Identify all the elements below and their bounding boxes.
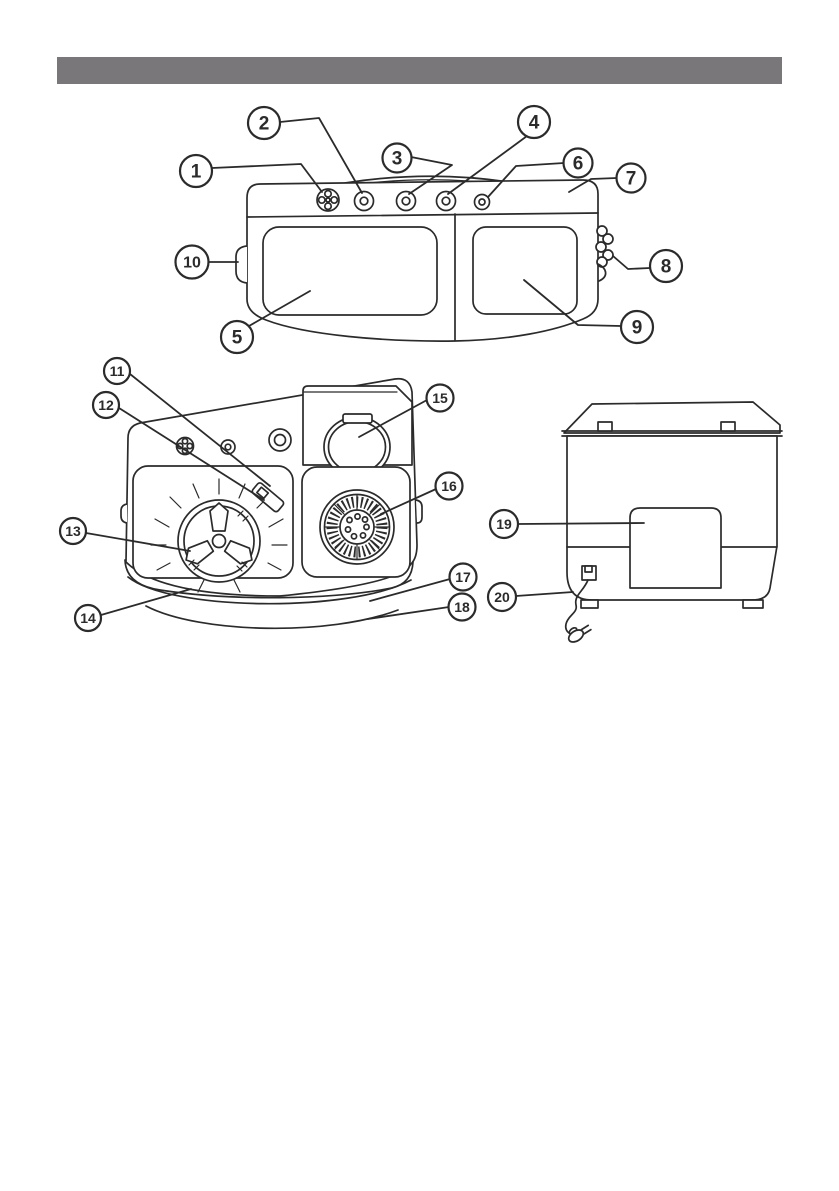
callout-8: 8: [612, 248, 684, 284]
right-side-tab: [415, 499, 423, 524]
open-spin-lid: [302, 385, 413, 478]
svg-text:6: 6: [573, 154, 584, 175]
pulsator-blades: [185, 502, 253, 565]
svg-text:15: 15: [432, 390, 448, 406]
svg-text:16: 16: [441, 478, 457, 494]
lid-handle: [342, 413, 373, 424]
callout-6: 6: [487, 147, 594, 198]
callout-4: 4: [447, 104, 552, 195]
callout-3: 3: [381, 142, 453, 195]
timer-knob: [316, 188, 340, 212]
callout-12: 12: [91, 390, 265, 501]
knob-5: [473, 193, 491, 211]
pulsator-hub: [211, 533, 227, 549]
figure-back-view: [561, 401, 783, 643]
svg-text:5: 5: [232, 328, 243, 349]
spin-basket: [319, 489, 395, 565]
power-plug: [567, 624, 592, 643]
callout-15: 15: [358, 383, 455, 438]
svg-text:14: 14: [80, 610, 96, 626]
callout-2: 2: [246, 105, 363, 194]
lid-latch-left: [597, 421, 613, 432]
control-strip-line: [246, 212, 599, 218]
svg-text:20: 20: [494, 589, 510, 605]
wash-tub-lid: [262, 226, 438, 316]
svg-text:1: 1: [191, 162, 202, 183]
svg-text:18: 18: [454, 599, 470, 615]
side-clip: [235, 245, 248, 284]
header-bar: [57, 57, 782, 84]
figure-front-view: [120, 377, 423, 630]
pulsator-tick-marks: [188, 510, 249, 572]
knob-2: [353, 190, 375, 212]
callout-17: 17: [369, 562, 478, 602]
callout-9: 9: [523, 279, 655, 345]
callout-19: 19: [488, 508, 645, 540]
svg-text:11: 11: [110, 363, 125, 379]
spin-tub-lid: [472, 226, 578, 315]
callout-20: 20: [486, 581, 574, 613]
basket-holes: [344, 513, 370, 540]
callout-16: 16: [380, 471, 464, 515]
callout-1: 1: [178, 153, 323, 193]
pulsator: [177, 499, 261, 583]
knob-4: [435, 190, 457, 212]
back-lid: [563, 401, 781, 434]
callout-11: 11: [102, 356, 271, 487]
svg-text:13: 13: [65, 523, 81, 539]
back-access-panel: [629, 507, 722, 589]
svg-text:8: 8: [661, 257, 672, 278]
carry-handle: [344, 175, 510, 184]
callout-7: 7: [568, 162, 647, 194]
callout-5: 5: [219, 290, 311, 355]
figure-top-view: [235, 175, 614, 342]
basket-segments: [324, 494, 390, 560]
callouts: 1 2 3 4 5 6 7: [58, 104, 684, 633]
cabinet-bottom-edge: [145, 605, 399, 630]
svg-text:12: 12: [98, 397, 114, 413]
svg-text:3: 3: [392, 149, 403, 170]
svg-text:7: 7: [626, 169, 637, 190]
thermometer: [251, 482, 285, 513]
callout-10: 10: [174, 244, 239, 280]
power-cord: [564, 565, 597, 643]
callout-18: 18: [367, 592, 477, 622]
svg-text:17: 17: [455, 569, 471, 585]
knob-3: [395, 190, 417, 212]
svg-text:10: 10: [183, 255, 201, 272]
callout-13: 13: [58, 516, 191, 552]
lid-latch-right: [720, 421, 736, 432]
svg-text:2: 2: [259, 114, 270, 135]
drain-hose: [595, 225, 614, 282]
svg-text:19: 19: [496, 516, 512, 532]
foot-right: [742, 599, 764, 609]
base-trim-lower: [127, 576, 412, 605]
foot-left: [580, 599, 599, 609]
callout-14: 14: [73, 588, 192, 633]
svg-text:4: 4: [529, 113, 540, 134]
deck-knob-large: [268, 428, 292, 452]
left-side-tab: [120, 503, 128, 524]
svg-text:9: 9: [632, 318, 643, 339]
